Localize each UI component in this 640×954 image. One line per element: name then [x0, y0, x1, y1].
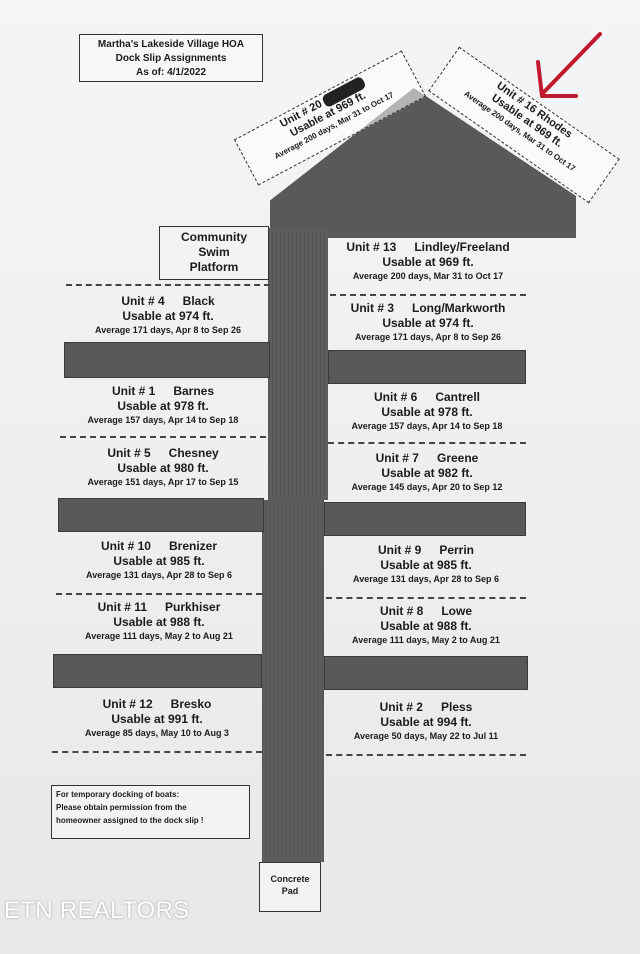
note-line-1: For temporary docking of boats:: [56, 790, 180, 799]
unit-5-average: Average 151 days, Apr 17 to Sep 15: [87, 477, 239, 487]
title-box: Martha's Lakeside Village HOA Dock Slip …: [79, 34, 263, 82]
central-walkway-lower: [262, 500, 324, 862]
slip-unit-7: Unit # 7 Greene Usable at 982 ft. Average…: [328, 451, 526, 499]
unit-4-average: Average 171 days, Apr 8 to Sep 26: [95, 325, 241, 335]
unit-1-average: Average 157 days, Apr 14 to Sep 18: [87, 415, 239, 425]
slip-unit-11: Unit # 11 Purkhiser Usable at 988 ft. Ave…: [56, 600, 262, 648]
slip-unit-2: Unit # 2 Pless Usable at 994 ft. Average …: [326, 700, 526, 756]
slip-unit-5: Unit # 5 Chesney Usable at 980 ft. Averag…: [60, 446, 266, 494]
title-line-2: Dock Slip Assignments: [115, 53, 227, 64]
unit-10-usable: Usable at 985 ft.: [113, 554, 205, 568]
unit-9-usable: Usable at 985 ft.: [380, 558, 472, 572]
note-line-3: homeowner assigned to the dock slip !: [56, 816, 204, 825]
unit-1-name: Barnes: [173, 384, 215, 398]
unit-5-name: Chesney: [168, 446, 219, 460]
swim-line-2: Swim: [198, 245, 230, 259]
note-line-2: Please obtain permission from the: [56, 803, 187, 812]
unit-4-label: Unit # 4: [121, 294, 165, 308]
unit-6-usable: Usable at 978 ft.: [381, 405, 473, 419]
title-line-3: As of: 4/1/2022: [135, 67, 207, 78]
title-line-1: Martha's Lakeside Village HOA: [97, 39, 245, 50]
pier-row-2-right: [324, 502, 526, 536]
unit-1-label: Unit # 1: [111, 384, 156, 398]
unit-12-usable: Usable at 991 ft.: [111, 712, 203, 726]
unit-6-name: Cantrell: [435, 390, 481, 404]
slip-unit-13: Unit # 13 Lindley/Freeland Usable at 969 …: [330, 240, 526, 296]
pier-row-1-right: [328, 350, 526, 384]
unit-13-label: Unit # 13: [346, 240, 397, 254]
unit-8-label: Unit # 8: [379, 604, 424, 618]
unit-2-usable: Usable at 994 ft.: [380, 715, 472, 729]
slip-unit-3: Unit # 3 Long/Markworth Usable at 974 ft.…: [330, 301, 526, 349]
unit-5-label: Unit # 5: [107, 446, 151, 460]
unit-4-name: Black: [182, 294, 215, 308]
unit-6-label: Unit # 6: [373, 390, 418, 404]
slip-unit-12: Unit # 12 Bresko Usable at 991 ft. Averag…: [52, 697, 262, 753]
unit-4-usable: Usable at 974 ft.: [122, 309, 214, 323]
slip-unit-6: Unit # 6 Cantrell Usable at 978 ft. Avera…: [328, 390, 526, 444]
swim-line-3: Platform: [189, 260, 239, 274]
concrete-pad: Concrete Pad: [259, 862, 321, 912]
unit-7-average: Average 145 days, Apr 20 to Sep 12: [351, 482, 503, 492]
unit-2-name: Pless: [440, 700, 473, 714]
unit-12-label: Unit # 12: [102, 697, 153, 711]
pier-row-3-left: [53, 654, 262, 688]
unit-10-label: Unit # 10: [100, 539, 151, 553]
unit-7-label: Unit # 7: [375, 451, 419, 465]
unit-2-average: Average 50 days, May 22 to Jul 11: [353, 731, 499, 741]
unit-9-average: Average 131 days, Apr 28 to Sep 6: [353, 574, 499, 584]
unit-13-name: Lindley/Freeland: [414, 240, 510, 254]
unit-11-label: Unit # 11: [97, 600, 147, 614]
unit-2-label: Unit # 2: [379, 700, 423, 714]
unit-9-label: Unit # 9: [377, 543, 422, 557]
unit-10-average: Average 131 days, Apr 28 to Sep 6: [86, 570, 232, 580]
central-walkway: [268, 228, 328, 500]
slip-unit-4: Unit # 4 Black Usable at 974 ft. Average …: [66, 284, 270, 340]
slip-unit-8: Unit # 8 Lowe Usable at 988 ft. Average 1…: [326, 604, 526, 652]
unit-1-usable: Usable at 978 ft.: [117, 399, 209, 413]
unit-9-name: Perrin: [439, 543, 475, 557]
unit-11-average: Average 111 days, May 2 to Aug 21: [85, 631, 233, 641]
unit-3-name: Long/Markworth: [412, 301, 506, 315]
unit-7-name: Greene: [436, 451, 479, 465]
unit-11-usable: Usable at 988 ft.: [113, 615, 205, 629]
pad-line-1: Concrete: [270, 874, 310, 884]
unit-8-average: Average 111 days, May 2 to Aug 21: [352, 635, 500, 645]
unit-5-usable: Usable at 980 ft.: [117, 461, 209, 475]
pier-row-1-left: [64, 342, 270, 378]
slip-unit-9: Unit # 9 Perrin Usable at 985 ft. Average…: [326, 543, 526, 599]
unit-12-name: Bresko: [170, 697, 212, 711]
pier-row-3-right: [324, 656, 528, 690]
swim-line-1: Community: [181, 230, 247, 244]
unit-8-name: Lowe: [441, 604, 472, 618]
community-swim-platform: Community Swim Platform: [159, 226, 269, 280]
unit-6-average: Average 157 days, Apr 14 to Sep 18: [351, 421, 503, 431]
unit-3-usable: Usable at 974 ft.: [382, 316, 474, 330]
unit-13-average: Average 200 days, Mar 31 to Oct 17: [352, 271, 504, 281]
slip-unit-1: Unit # 1 Barnes Usable at 978 ft. Average…: [60, 384, 266, 438]
unit-10-name: Brenizer: [168, 539, 218, 553]
unit-3-average: Average 171 days, Apr 8 to Sep 26: [355, 332, 501, 342]
unit-13-usable: Usable at 969 ft.: [382, 255, 474, 269]
slip-unit-10: Unit # 10 Brenizer Usable at 985 ft. Aver…: [56, 539, 262, 595]
unit-11-name: Purkhiser: [165, 600, 221, 614]
unit-8-usable: Usable at 988 ft.: [380, 619, 472, 633]
unit-3-label: Unit # 3: [350, 301, 394, 315]
realtor-watermark: ETN REALTORS: [4, 897, 190, 924]
unit-12-average: Average 85 days, May 10 to Aug 3: [85, 728, 229, 738]
red-arrow-icon: [536, 32, 602, 98]
unit-7-usable: Usable at 982 ft.: [381, 466, 473, 480]
pad-line-2: Pad: [281, 886, 299, 896]
pier-row-2-left: [58, 498, 264, 532]
temporary-docking-note: For temporary docking of boats: Please o…: [51, 785, 250, 839]
